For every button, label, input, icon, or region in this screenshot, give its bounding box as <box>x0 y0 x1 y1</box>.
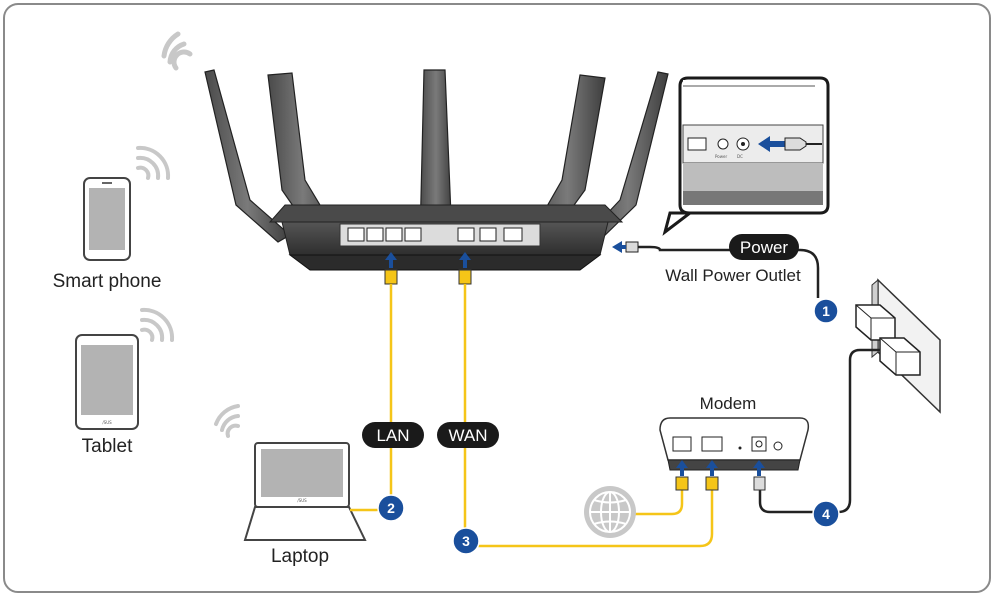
svg-text:Power: Power <box>740 238 789 257</box>
wall-outlet <box>855 278 941 414</box>
modem-port-arrows <box>676 460 765 476</box>
step-4-badge: 4 <box>812 500 840 528</box>
modem-power-connector <box>753 476 766 491</box>
step-1-badge: 1 <box>813 298 839 324</box>
step-2-badge: 2 <box>377 494 405 522</box>
svg-text:3: 3 <box>462 533 470 549</box>
globe-icon <box>584 486 636 538</box>
lan-tag: LAN <box>362 422 424 448</box>
tablet-device: /SUS <box>75 334 139 430</box>
wifi-signal-icon <box>140 307 175 342</box>
svg-text:/SUS: /SUS <box>297 498 307 503</box>
modem-device <box>659 417 810 471</box>
svg-text:LAN: LAN <box>376 426 409 445</box>
svg-text:2: 2 <box>387 500 395 516</box>
smart-phone-label: Smart phone <box>53 271 162 292</box>
laptop-device: /SUS <box>243 442 367 541</box>
lan-port-arrow <box>385 252 397 268</box>
lan-connector <box>384 269 398 285</box>
modem-power-cable <box>758 348 880 514</box>
power-tag: Power <box>729 234 799 260</box>
svg-text:4: 4 <box>822 506 830 522</box>
svg-text:WAN: WAN <box>448 426 487 445</box>
smart-phone-device <box>83 177 131 261</box>
ethernet-port-icon <box>347 227 523 242</box>
wifi-signal-icon <box>161 31 193 71</box>
modem-wan-connector <box>705 476 719 491</box>
step-3-badge: 3 <box>452 527 480 555</box>
svg-text:1: 1 <box>822 303 830 319</box>
wan-connector <box>458 269 472 285</box>
power-port-callout: Power DC <box>662 76 830 236</box>
internet-cable <box>634 490 684 516</box>
modem-label: Modem <box>700 394 757 413</box>
svg-text:DC: DC <box>737 154 743 159</box>
wan-tag: WAN <box>437 422 499 448</box>
outer-frame <box>3 3 991 593</box>
tablet-label: Tablet <box>82 436 133 457</box>
modem-internet-connector <box>675 476 689 491</box>
power-plug-icon <box>879 337 921 376</box>
svg-text:Power: Power <box>715 154 727 159</box>
wan-port-arrow <box>459 252 471 268</box>
ethernet-port-icon <box>672 436 723 452</box>
router <box>204 69 669 285</box>
laptop-label: Laptop <box>271 546 329 567</box>
svg-text:/SUS: /SUS <box>102 420 112 425</box>
wifi-signal-icon <box>136 145 171 180</box>
wall-power-outlet-label: Wall Power Outlet <box>665 266 801 285</box>
wifi-signal-icon <box>214 404 240 438</box>
